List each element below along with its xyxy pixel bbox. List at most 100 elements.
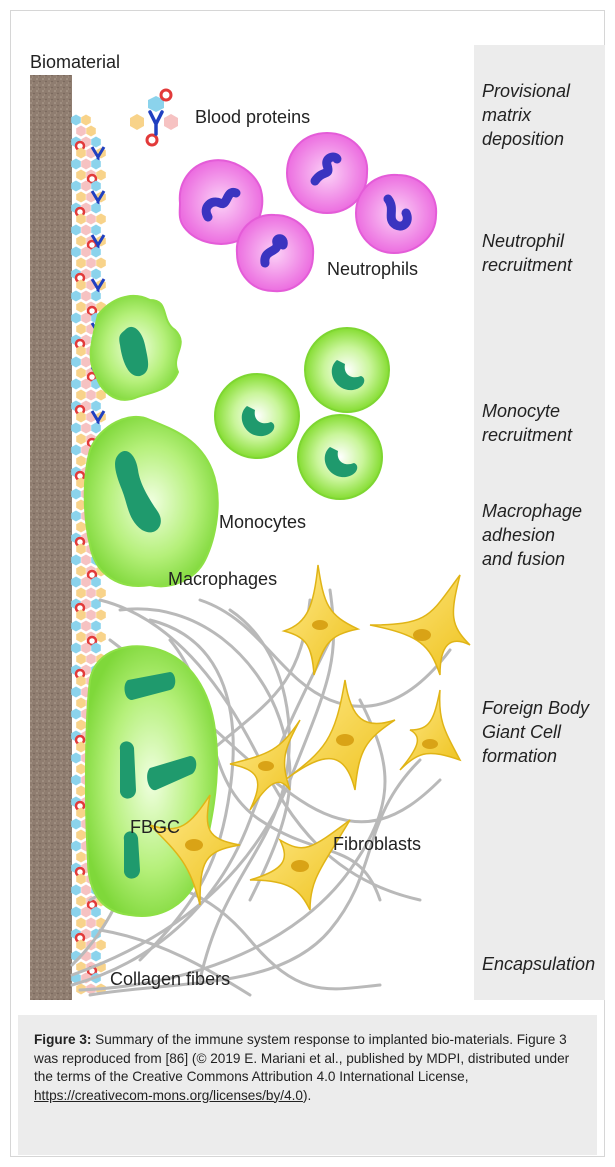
protein-hexagon (71, 489, 81, 500)
stage-label-line: and fusion (482, 549, 565, 569)
protein-hexagon (76, 434, 86, 445)
protein-hexagon (76, 390, 86, 401)
protein-hexagon (76, 236, 86, 247)
fibroblast-cell (370, 575, 470, 675)
protein-hexagon (81, 885, 91, 896)
protein-hexagon (76, 192, 86, 203)
protein-hexagon (81, 621, 91, 632)
label-fibroblasts: Fibroblasts (333, 834, 421, 854)
protein-hexagon (71, 709, 81, 720)
figure-caption: Figure 3: Summary of the immune system r… (34, 1031, 583, 1105)
monocyte-cell (215, 374, 299, 458)
caption-text: Summary of the immune system response to… (34, 1032, 569, 1084)
protein-hexagon (96, 632, 106, 643)
license-link[interactable]: https://creativecom-mons.org/licenses/by… (34, 1088, 303, 1103)
stage-label-line: Giant Cell (482, 722, 562, 742)
stage-label-line: Macrophage (482, 501, 582, 521)
label-collagen-fibers: Collagen fibers (110, 969, 230, 989)
protein-hexagon (76, 324, 86, 335)
protein-hexagon (81, 291, 91, 302)
label-blood-proteins: Blood proteins (195, 107, 310, 127)
caption-text-end: ). (303, 1088, 311, 1103)
protein-hexagon (71, 291, 81, 302)
protein-hexagon (71, 181, 81, 192)
protein-hexagon (71, 621, 81, 632)
protein-hexagon (86, 258, 96, 269)
stage-panel (474, 45, 605, 1000)
stage-label-line: Encapsulation (482, 954, 595, 974)
protein-hexagon (71, 511, 81, 522)
protein-hexagon (76, 720, 86, 731)
protein-hexagon (76, 654, 86, 665)
protein-hexagon (71, 115, 81, 126)
protein-hexagon (91, 225, 101, 236)
label-monocytes: Monocytes (219, 512, 306, 532)
protein-hexagon (76, 764, 86, 775)
protein-hexagon (96, 588, 106, 599)
protein-hexagon (76, 566, 86, 577)
protein-hexagon (76, 522, 86, 533)
stage-label-line: recruitment (482, 255, 573, 275)
protein-hexagon (71, 555, 81, 566)
protein-hexagon (86, 654, 96, 665)
protein-hexagon (86, 588, 96, 599)
protein-hexagon (96, 170, 106, 181)
protein-hexagon (81, 225, 91, 236)
protein-hexagon (96, 258, 106, 269)
protein-hexagon (71, 687, 81, 698)
protein-hexagon (71, 159, 81, 170)
protein-hexagon (86, 610, 96, 621)
immune-response-diagram: Biomaterial Blood proteins Neutrophils M… (0, 0, 615, 1020)
protein-hexagon (81, 159, 91, 170)
protein-hexagon (71, 819, 81, 830)
protein-hexagon (71, 225, 81, 236)
protein-hexagon (76, 632, 86, 643)
protein-hexagon (71, 775, 81, 786)
monocyte-cell (305, 328, 389, 412)
protein-hexagon (71, 313, 81, 324)
protein-hexagon (76, 456, 86, 467)
protein-hexagon (76, 918, 86, 929)
label-neutrophils: Neutrophils (327, 259, 418, 279)
protein-hexagon (91, 137, 101, 148)
label-fbgc: FBGC (130, 817, 180, 837)
protein-hexagon (71, 841, 81, 852)
protein-hexagon (71, 379, 81, 390)
protein-hexagon (96, 610, 106, 621)
neutrophil-cell (356, 175, 436, 253)
protein-hexagon (76, 170, 86, 181)
protein-hexagon (86, 214, 96, 225)
protein-hexagon (91, 401, 101, 412)
protein-hexagon (91, 269, 101, 280)
protein-hexagon (71, 577, 81, 588)
protein-hexagon (86, 126, 96, 137)
monocytes (215, 328, 389, 499)
stage-label-line: Neutrophil (482, 231, 565, 251)
protein-hexagon (71, 753, 81, 764)
monocyte-cell (298, 415, 382, 499)
protein-hexagon (96, 940, 106, 951)
protein-hexagon (91, 951, 101, 962)
protein-hexagon (76, 896, 86, 907)
fibroblast-cell (400, 690, 460, 770)
stage-label-line: Monocyte (482, 401, 560, 421)
protein-hexagon (76, 302, 86, 313)
caption-box: Figure 3: Summary of the immune system r… (18, 1015, 597, 1155)
stage-label-line: deposition (482, 129, 564, 149)
stage-label-line: adhesion (482, 525, 555, 545)
stage-label-line: formation (482, 746, 557, 766)
protein-hexagon (76, 830, 86, 841)
protein-hexagon (91, 621, 101, 632)
macrophage-cell (85, 417, 218, 586)
label-macrophages: Macrophages (168, 569, 277, 589)
protein-hexagon (96, 214, 106, 225)
stage-label-line: matrix (482, 105, 532, 125)
protein-hexagon (71, 247, 81, 258)
protein-hexagon (81, 115, 91, 126)
protein-hexagon (76, 368, 86, 379)
protein-hexagon (81, 555, 91, 566)
label-biomaterial: Biomaterial (30, 52, 120, 72)
protein-hexagon (76, 852, 86, 863)
protein-hexagon (86, 918, 96, 929)
protein-hexagon (76, 698, 86, 709)
